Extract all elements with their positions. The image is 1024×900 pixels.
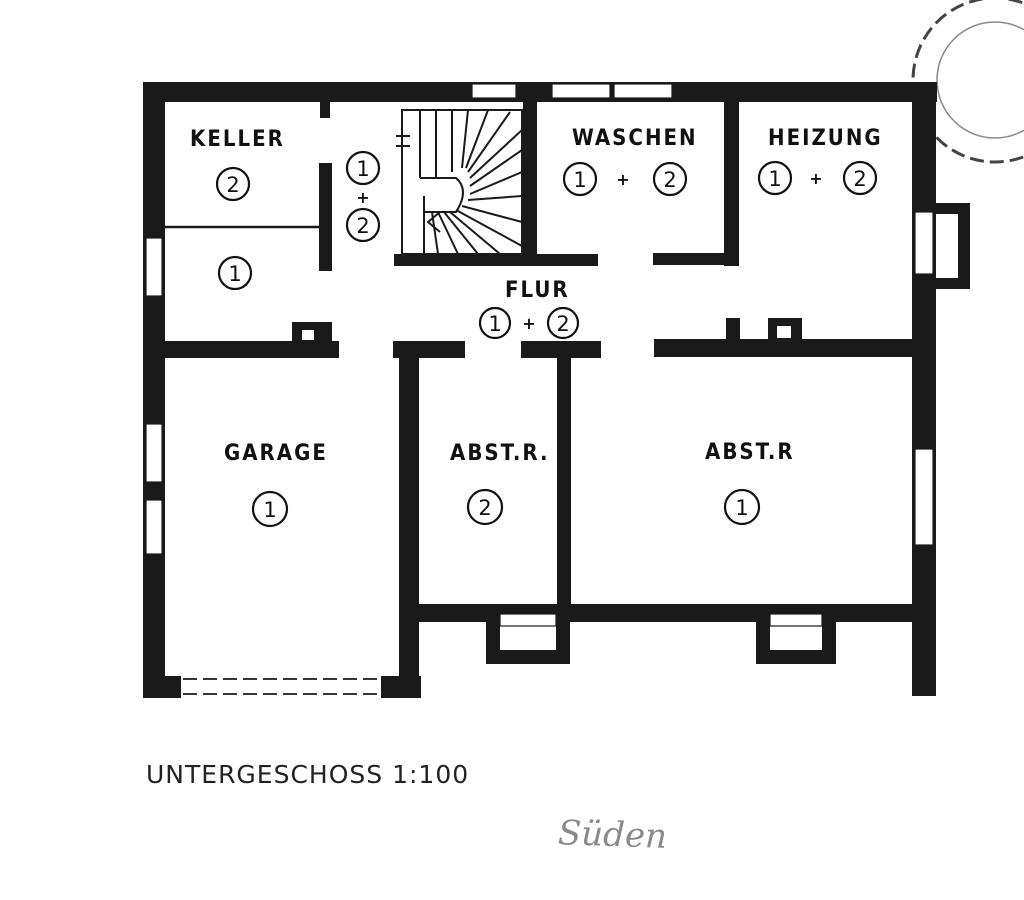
plus-sign: + [809, 169, 822, 188]
room-mark: 2 [356, 214, 369, 238]
room-mark: 1 [263, 498, 276, 522]
room-mark: 1 [488, 312, 501, 336]
room-label-abstr-small: ABST.R. [450, 441, 550, 466]
room-waschen: WASCHEN 1 + 2 [562, 126, 698, 197]
plus-sign: + [522, 314, 535, 333]
room-stair-landing: 1 + 2 [345, 150, 381, 243]
room-keller: KELLER 2 [190, 127, 285, 202]
room-mark: 2 [556, 312, 569, 336]
windows [145, 83, 934, 627]
stamp-seal [911, 0, 1024, 164]
room-mark: 1 [356, 157, 369, 181]
room-mark: 1 [768, 167, 781, 191]
room-label-keller: KELLER [190, 127, 285, 152]
room-abstr-small: ABST.R. 2 [450, 441, 550, 526]
room-mark: 1 [735, 496, 748, 520]
room-label-abstr-large: ABST.R [705, 440, 795, 465]
plus-sign: + [356, 188, 369, 207]
garage-door [183, 678, 381, 695]
room-keller-lower: 1 [217, 255, 253, 291]
room-mark: 2 [478, 496, 491, 520]
room-abstr-large: ABST.R 1 [705, 440, 795, 526]
room-flur: FLUR 1 + 2 [478, 278, 580, 340]
plan-caption: UNTERGESCHOSS 1:100 [146, 760, 470, 789]
room-mark: 2 [663, 168, 676, 192]
plus-sign: + [616, 170, 629, 189]
room-garage: GARAGE 1 [224, 441, 328, 528]
handwritten-note: Süden [557, 813, 668, 857]
room-mark: 1 [228, 262, 241, 286]
room-label-heizung: HEIZUNG [768, 126, 883, 151]
room-label-garage: GARAGE [224, 441, 328, 466]
room-heizung: HEIZUNG 1 + 2 [757, 126, 883, 196]
room-mark: 2 [226, 173, 239, 197]
staircase [396, 109, 523, 255]
room-label-waschen: WASCHEN [572, 126, 698, 151]
room-mark: 1 [573, 168, 586, 192]
room-label-flur: FLUR [505, 278, 570, 303]
room-mark: 2 [853, 167, 866, 191]
